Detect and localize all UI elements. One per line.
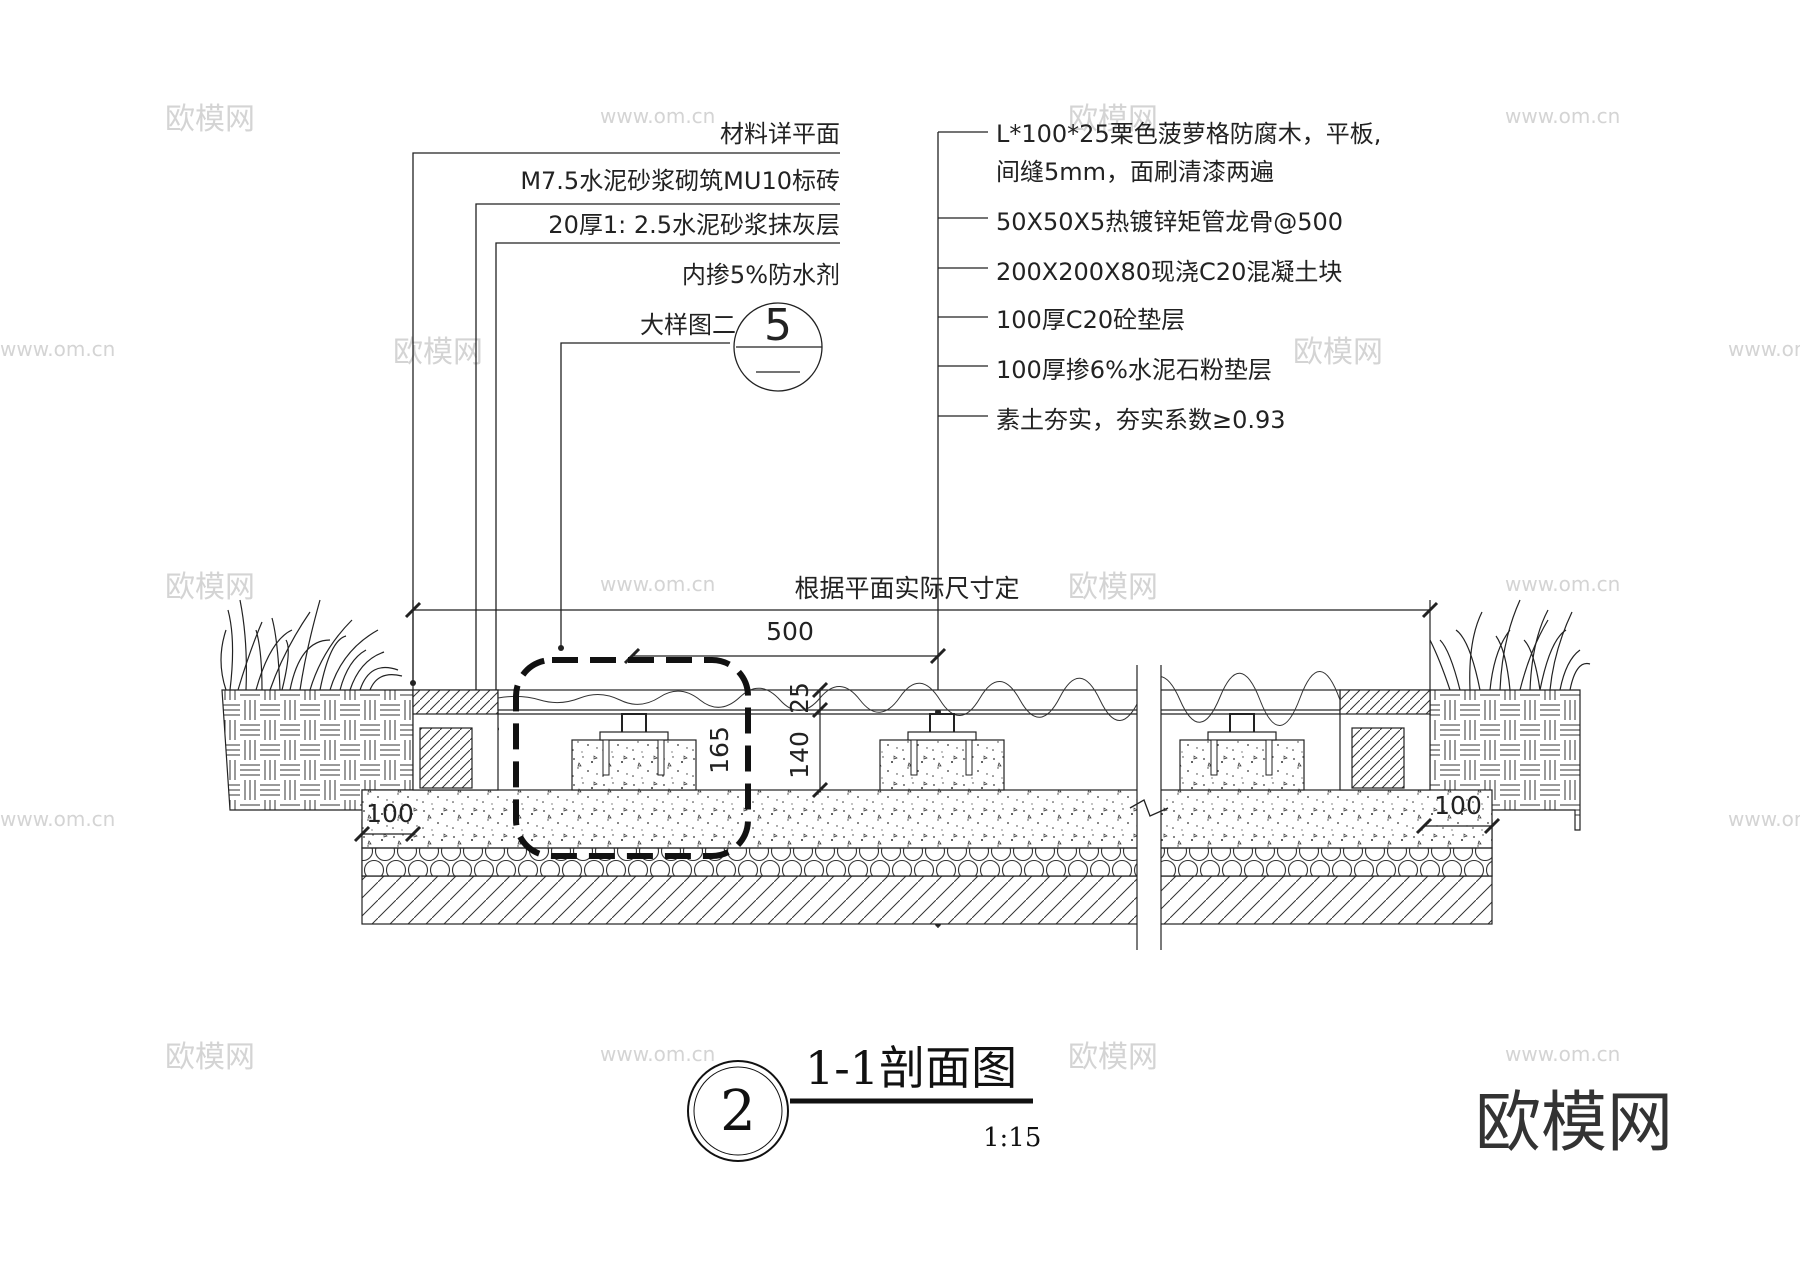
drawing-title: 1-1剖面图: [805, 1041, 1017, 1095]
layer-soil: [361, 875, 1493, 925]
break-line: [1129, 665, 1169, 955]
note-soil: 素土夯实，夯实系数≥0.93: [996, 406, 1286, 434]
overall-dim-label: 根据平面实际尺寸定: [794, 574, 1019, 603]
brick-wall-right: [1339, 689, 1431, 791]
title-block: 2 1-1剖面图 1:15: [687, 1041, 1041, 1162]
layer-c20: [361, 789, 1493, 849]
watermark-brand: 欧模网: [1068, 1040, 1158, 1075]
watermark-url: www.om.cn: [1505, 1042, 1620, 1066]
dimension-100-right: 100: [1415, 791, 1501, 835]
watermark-brand: 欧模网: [165, 102, 255, 137]
watermarks: 欧模网 www.om.cn 欧模网 www.om.cn www.om.cn 欧模…: [0, 102, 1800, 1075]
note-plaster: 20厚1: 2.5水泥砂浆抹灰层: [548, 211, 840, 239]
watermark-url: www.om.cn: [1505, 572, 1620, 596]
support-block-2: [879, 713, 1005, 791]
watermark-brand: 欧模网: [165, 1040, 255, 1075]
watermark-url: www.om.cn: [1728, 807, 1800, 831]
note-waterproof: 内掺5%防水剂: [682, 261, 840, 289]
watermark-url: www.om.cn: [600, 572, 715, 596]
detail-number: 2: [720, 1079, 756, 1144]
dimension-vertical: 165 140 25: [705, 681, 829, 799]
grass-right: [1429, 599, 1591, 691]
watermark-brand: 欧模网: [393, 335, 483, 370]
dimension-overall: 根据平面实际尺寸定: [404, 574, 1439, 690]
dim-100-right: 100: [1434, 791, 1482, 820]
spacing-dim-label: 500: [766, 617, 814, 646]
watermark-url: www.om.cn: [600, 104, 715, 128]
dimension-500: 500: [623, 617, 947, 665]
dim-100-left: 100: [366, 799, 414, 828]
brand-logo-text: 欧模网: [1475, 1084, 1673, 1161]
grass-left: [220, 599, 403, 691]
wood-decking: [497, 671, 1341, 726]
watermark-url: www.om.cn: [1505, 104, 1620, 128]
detail-callout: 5: [733, 300, 823, 392]
brick-wall-left: [412, 689, 499, 791]
callout-number: 5: [764, 300, 792, 351]
note-brick: M7.5水泥砂浆砌筑MU10标砖: [520, 167, 840, 195]
support-block-3: [1179, 713, 1305, 791]
detail-highlight-box: [513, 657, 751, 859]
note-stone: 100厚掺6%水泥石粉垫层: [996, 356, 1272, 384]
support-block-1: [571, 713, 697, 791]
watermark-url: www.om.cn: [600, 1042, 715, 1066]
callout-label: 大样图二: [640, 311, 736, 339]
watermark-brand: 欧模网: [165, 570, 255, 605]
drawing-scale: 1:15: [983, 1123, 1041, 1153]
right-notes: L*100*25栗色菠萝格防腐木，平板, 间缝5mm，面刷清漆两遍 50X50X…: [996, 120, 1381, 434]
note-c20: 100厚C20砼垫层: [996, 306, 1185, 334]
note-wood-2: 间缝5mm，面刷清漆两遍: [996, 158, 1274, 186]
watermark-url: www.om.cn: [1728, 337, 1800, 361]
watermark-brand: 欧模网: [1068, 570, 1158, 605]
watermark-url: www.om.cn: [0, 807, 115, 831]
dim-140: 140: [785, 731, 814, 779]
watermark-url: www.om.cn: [0, 337, 115, 361]
watermark-brand: 欧模网: [1068, 102, 1158, 137]
dim-165: 165: [705, 726, 734, 774]
note-keel: 50X50X5热镀锌矩管龙骨@500: [996, 208, 1343, 236]
note-material: 材料详平面: [720, 120, 840, 148]
dim-25: 25: [785, 682, 814, 714]
watermark-brand: 欧模网: [1293, 335, 1383, 370]
dimension-100-left: 100: [353, 799, 422, 843]
note-wood: L*100*25栗色菠萝格防腐木，平板,: [996, 120, 1381, 148]
left-notes: 材料详平面 M7.5水泥砂浆砌筑MU10标砖 20厚1: 2.5水泥砂浆抹灰层 …: [520, 120, 840, 339]
left-leaders: [410, 152, 840, 749]
note-block: 200X200X80现浇C20混凝土块: [996, 258, 1342, 286]
